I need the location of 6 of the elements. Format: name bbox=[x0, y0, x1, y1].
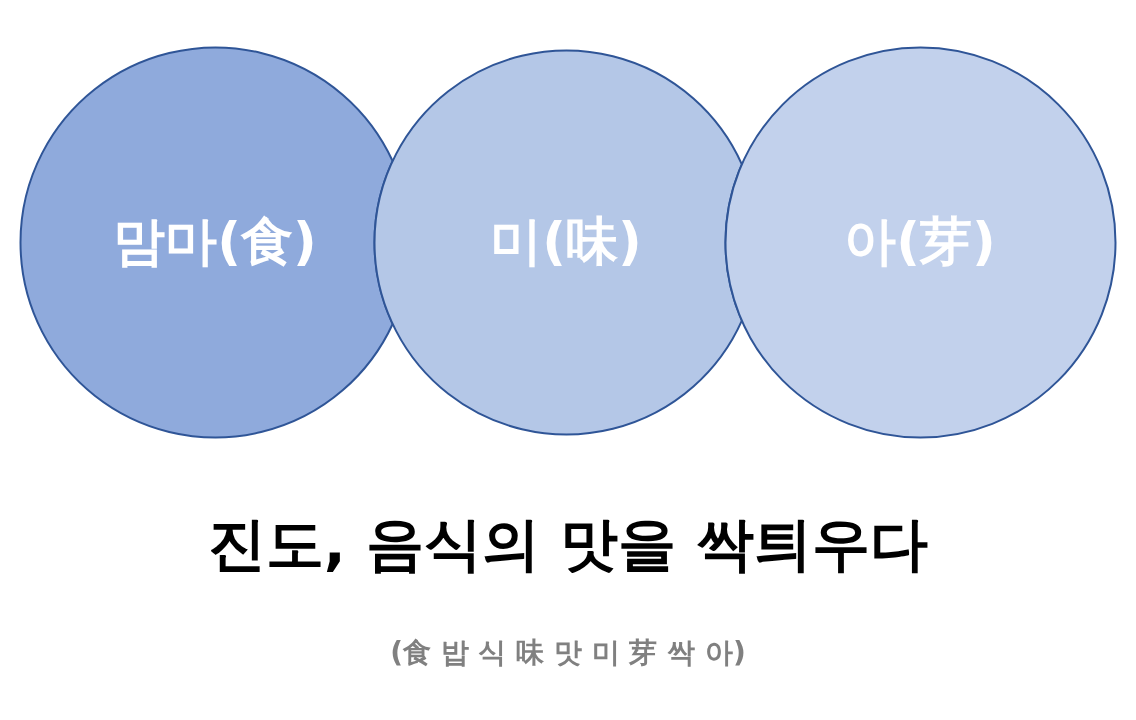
circle-label: 아(芽) bbox=[844, 213, 996, 271]
caption: (食 밥 식 味 맛 미 芽 싹 아) bbox=[390, 636, 746, 670]
circle-node bbox=[723, 45, 1117, 439]
circle-label: 맘마(食) bbox=[113, 213, 317, 271]
title: 진도, 음식의 맛을 싹틔우다 bbox=[207, 510, 929, 580]
circle-label: 미(味) bbox=[490, 213, 642, 271]
